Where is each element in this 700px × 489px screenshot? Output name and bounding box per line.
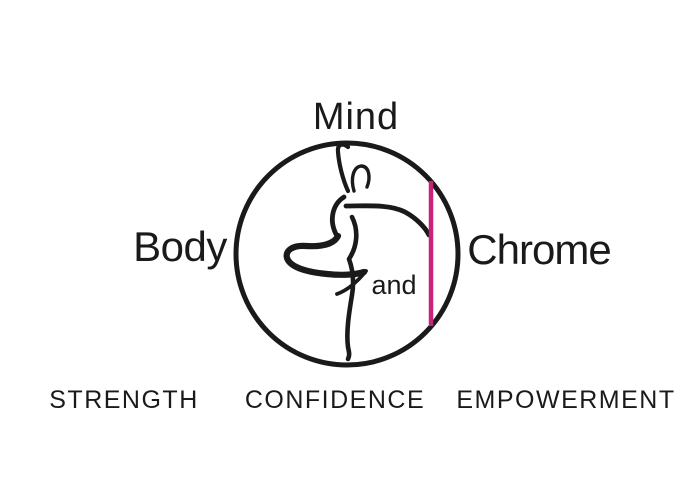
dancer-extended-arm — [343, 203, 432, 238]
tagline-empowerment: EMPOWERMENT — [456, 386, 676, 414]
word-chrome: Chrome — [467, 226, 611, 273]
dancer-foot — [335, 269, 368, 296]
dancer-head — [350, 164, 371, 193]
tagline-strength: STRENGTH — [49, 386, 199, 414]
word-mind: Mind — [312, 96, 400, 138]
dancer-raised-arm — [335, 142, 351, 194]
pole-dancer-icon — [283, 142, 432, 362]
logo-circle-icon — [233, 140, 461, 368]
word-body: Body — [133, 223, 227, 270]
dancer-standing-leg — [345, 214, 359, 362]
dancer-back — [329, 194, 347, 239]
tagline-confidence: CONFIDENCE — [244, 386, 426, 414]
word-and: and — [371, 270, 417, 300]
dancer-bent-leg — [283, 232, 368, 278]
